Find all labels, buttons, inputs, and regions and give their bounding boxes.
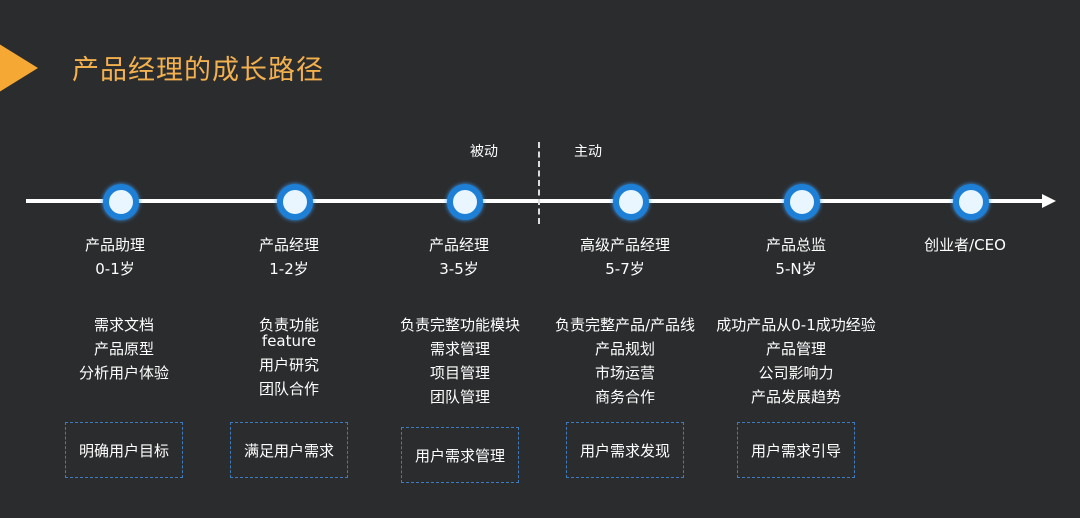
- skill-item: 市场运营: [594, 364, 655, 382]
- skill-item: 负责功能: [258, 316, 319, 334]
- phase-passive-label: 被动: [470, 144, 498, 160]
- skill-item: 负责完整产品/产品线: [554, 316, 696, 334]
- stage-role: 产品经理 1-2岁: [189, 233, 389, 281]
- role-years: 0-1岁: [95, 260, 135, 278]
- skill-item: 产品原型: [93, 340, 154, 358]
- skill-item: 产品发展趋势: [750, 388, 841, 406]
- stage-goal-box: 用户需求发现: [566, 422, 684, 478]
- role-years: 5-N岁: [775, 260, 817, 278]
- skill-item: 商务合作: [594, 388, 655, 406]
- role-title: 产品经理: [258, 236, 319, 254]
- stage-skills: 成功产品从0-1成功经验产品管理公司影响力产品发展趋势: [696, 313, 896, 409]
- timeline-node: [784, 184, 820, 220]
- role-years: 1-2岁: [269, 260, 309, 278]
- goal-label: 明确用户目标: [78, 441, 169, 460]
- skill-item: 公司影响力: [758, 364, 834, 382]
- goal-label: 用户需求引导: [750, 441, 841, 460]
- timeline-node: [613, 184, 649, 220]
- stage-role: 产品总监 5-N岁: [696, 233, 896, 281]
- role-title: 产品经理: [428, 236, 489, 254]
- stage-skills: 需求文档产品原型分析用户体验: [24, 313, 224, 385]
- timeline-node: [447, 184, 483, 220]
- skill-item: 团队管理: [429, 388, 490, 406]
- skill-item: 项目管理: [429, 364, 490, 382]
- role-years: 5-7岁: [605, 260, 645, 278]
- goal-label: 用户需求发现: [579, 441, 670, 460]
- stage-goal-box: 满足用户需求: [230, 422, 348, 478]
- stage-skills: 负责完整功能模块需求管理项目管理团队管理: [360, 313, 560, 409]
- skill-item: 用户研究: [258, 356, 319, 374]
- role-title: 创业者/CEO: [924, 236, 1006, 254]
- goal-label: 满足用户需求: [243, 441, 334, 460]
- stage-role: 产品经理 3-5岁: [359, 233, 559, 281]
- stage-role: 创业者/CEO: [865, 233, 1065, 257]
- timeline-arrow-icon: [1042, 194, 1056, 208]
- timeline-axis: [26, 199, 1046, 203]
- goal-label: 用户需求管理: [414, 446, 505, 465]
- timeline-node: [953, 184, 989, 220]
- page-title: 产品经理的成长路径: [72, 55, 324, 86]
- skill-item: 分析用户体验: [78, 364, 169, 382]
- stage-goal-box: 用户需求管理: [401, 427, 519, 483]
- skill-item: feature: [261, 332, 317, 350]
- stage-goal-box: 用户需求引导: [737, 422, 855, 478]
- role-title: 产品总监: [765, 236, 826, 254]
- role-title: 高级产品经理: [579, 236, 670, 254]
- skill-item: 成功产品从0-1成功经验: [716, 316, 876, 334]
- skill-item: 产品管理: [765, 340, 826, 358]
- role-years: 3-5岁: [439, 260, 479, 278]
- timeline-node: [277, 184, 313, 220]
- phase-divider: [538, 142, 540, 224]
- stage-goal-box: 明确用户目标: [65, 422, 183, 478]
- skill-item: 需求文档: [93, 316, 154, 334]
- stage-role: 产品助理 0-1岁: [15, 233, 215, 281]
- role-title: 产品助理: [84, 236, 145, 254]
- title-triangle-icon: [0, 42, 38, 94]
- skill-item: 团队合作: [258, 380, 319, 398]
- skill-item: 产品规划: [594, 340, 655, 358]
- skill-item: 需求管理: [429, 340, 490, 358]
- skill-item: 负责完整功能模块: [399, 316, 520, 334]
- timeline-node: [103, 184, 139, 220]
- stage-role: 高级产品经理 5-7岁: [525, 233, 725, 281]
- phase-active-label: 主动: [574, 144, 602, 160]
- stage-skills: 负责完整产品/产品线产品规划市场运营商务合作: [525, 313, 725, 409]
